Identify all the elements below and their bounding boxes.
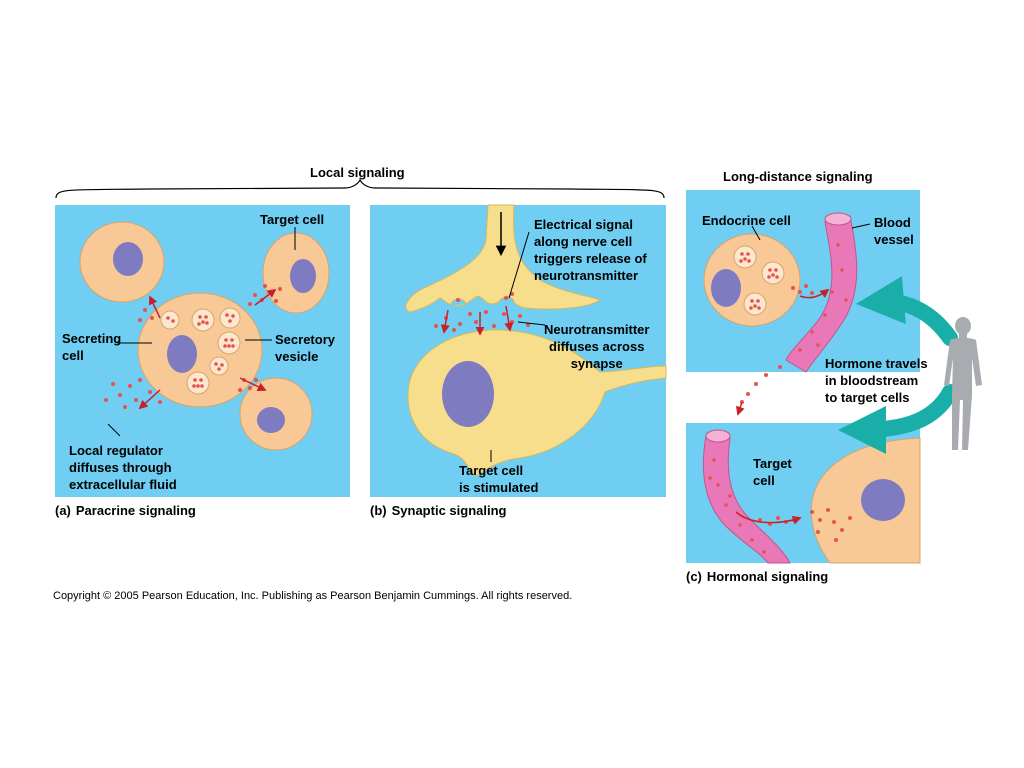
target-cell-label-a: Target cell xyxy=(260,212,325,227)
human-figure-icon xyxy=(944,317,982,450)
teal-arrow-bottom xyxy=(838,384,958,454)
neurotransmitter-line2: diffuses across xyxy=(549,339,645,354)
leader-lines-a xyxy=(107,227,296,437)
local-regulator-line1: Local regulator xyxy=(69,443,163,458)
electrical-signal-line4: neurotransmitter xyxy=(534,268,639,283)
caption-letter-a: (a) xyxy=(55,503,71,518)
local-signaling-header: Local signaling xyxy=(310,165,405,180)
local-regulator-label: Local regulator diffuses through extrace… xyxy=(69,442,177,493)
paracrine-caption: (a) Paracrine signaling xyxy=(55,503,196,518)
copyright-notice: Copyright © 2005 Pearson Education, Inc.… xyxy=(53,590,573,602)
secreting-cell-line2: cell xyxy=(62,348,84,363)
neurotransmitter-line1: Neurotransmitter xyxy=(544,322,650,337)
secretory-vesicle-line1: Secretory xyxy=(275,332,335,347)
secretory-vesicle-line2: vesicle xyxy=(275,349,319,364)
hormone-travels-line1: Hormone travels xyxy=(825,356,928,371)
endocrine-cell xyxy=(703,233,801,327)
target-cell-label-c: Target cell xyxy=(753,455,792,489)
secreting-cell-label: Secreting cell xyxy=(62,330,121,364)
caption-text-b: Synaptic signaling xyxy=(391,503,507,518)
target-cell-bottomright xyxy=(239,377,313,451)
blood-vessel-line1: Blood xyxy=(874,215,911,230)
neurotransmitter-line3: synapse xyxy=(570,356,623,371)
endocrine-cell-label: Endocrine cell xyxy=(702,213,791,228)
electrical-signal-label: Electrical signal along nerve cell trigg… xyxy=(534,216,647,284)
electrical-signal-line1: Electrical signal xyxy=(534,217,633,232)
release-arrows xyxy=(440,305,514,336)
target-stimulated-line1: Target cell xyxy=(459,463,524,478)
teal-arrow-top xyxy=(856,276,958,346)
caption-letter-b: (b) xyxy=(370,503,387,518)
target-cell-topleft xyxy=(79,221,165,303)
caption-letter-c: (c) xyxy=(686,569,702,584)
blood-vessel-line2: vessel xyxy=(874,232,914,247)
local-regulator-line3: extracellular fluid xyxy=(69,477,177,492)
electrical-signal-line2: along nerve cell xyxy=(534,234,633,249)
caption-text-c: Hormonal signaling xyxy=(706,569,829,584)
long-distance-signaling-header: Long-distance signaling xyxy=(723,169,873,184)
hormone-molecules-top xyxy=(791,284,814,295)
neurotransmitter-molecules xyxy=(434,292,530,332)
travel-path-dots xyxy=(740,365,782,404)
target-cell-c xyxy=(810,437,921,564)
secreting-cell-line1: Secreting xyxy=(62,331,122,346)
neurotransmitter-label: Neurotransmitter diffuses across synapse xyxy=(544,321,649,372)
local-regulator-line2: diffuses through xyxy=(69,460,172,475)
target-cell-stimulated-label: Target cell is stimulated xyxy=(459,462,538,496)
caption-text-a: Paracrine signaling xyxy=(75,503,196,518)
target-cell-c-line1: Target xyxy=(753,456,792,471)
synaptic-caption: (b) Synaptic signaling xyxy=(370,503,506,518)
nerve-terminal xyxy=(405,204,602,313)
target-cell-topright xyxy=(262,232,330,314)
blood-vessel-label: Blood vessel xyxy=(874,214,914,248)
hormone-exit-arrow xyxy=(735,511,802,525)
hormone-travels-line3: to target cells xyxy=(825,390,910,405)
diffusion-arrows xyxy=(138,288,277,410)
hormone-travels-line2: in bloodstream xyxy=(825,373,919,388)
target-stimulated-line2: is stimulated xyxy=(459,480,539,495)
secreting-cell xyxy=(137,292,263,408)
hormone-travels-label: Hormone travels in bloodstream to target… xyxy=(825,355,928,406)
target-cell-c-line2: cell xyxy=(753,473,775,488)
hormonal-caption: (c) Hormonal signaling xyxy=(686,569,828,584)
travel-arrow xyxy=(736,401,745,416)
blood-vessel-bottom xyxy=(702,429,791,564)
leader-lines-b xyxy=(490,231,546,462)
hormone-entry-arrow xyxy=(799,288,830,299)
electrical-signal-line3: triggers release of xyxy=(534,251,647,266)
secretory-vesicle-label: Secretory vesicle xyxy=(275,331,335,365)
